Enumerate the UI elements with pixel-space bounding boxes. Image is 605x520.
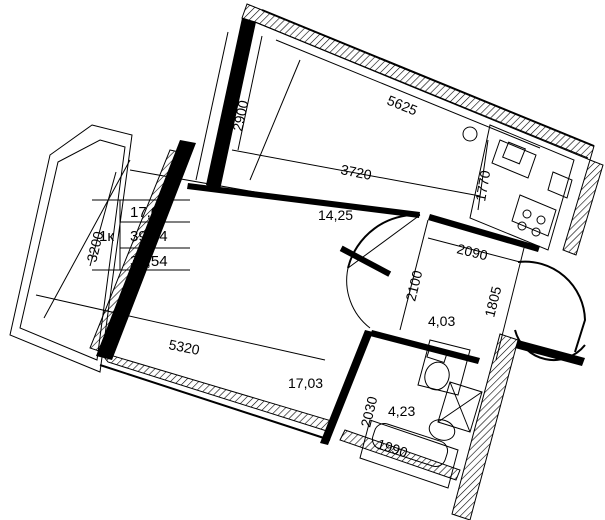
kitchen-dimension-lines — [231, 35, 541, 211]
area-kitchen: 14,25 — [318, 207, 353, 223]
area-room: 17,03 — [288, 375, 323, 391]
dim-bath-depth: 1805 — [481, 284, 504, 318]
dim-room-length: 5320 — [167, 336, 201, 358]
dim-kitchen-inner-length: 3720 — [339, 161, 373, 183]
bathroom-fixtures — [359, 339, 483, 489]
summary-total-area-2: 39,54 — [130, 253, 168, 270]
dimension-labels: 2900 5625 3720 1770 2090 2100 1805 5320 … — [83, 92, 504, 461]
area-bathroom: 4,23 — [388, 403, 415, 419]
area-labels: 14,25 4,03 17,03 4,23 — [288, 207, 455, 419]
dim-hall-depth: 2100 — [402, 268, 425, 302]
kitchen-walls — [187, 3, 604, 256]
bathroom-walls — [339, 330, 585, 520]
summary-table: 17,03 1к 39,54 39,54 — [92, 199, 190, 271]
dim-bath-width: 2030 — [357, 394, 380, 428]
summary-living-area: 17,03 — [130, 204, 168, 221]
kitchen-counter — [462, 124, 575, 251]
hall-doors — [339, 213, 587, 362]
summary-rooms-label: 1к — [99, 228, 114, 245]
area-hall: 4,03 — [428, 313, 455, 329]
summary-total-area: 39,54 — [130, 228, 168, 245]
dim-kitchen-length: 5625 — [385, 92, 420, 119]
dim-kitchen-small: 1770 — [472, 169, 493, 203]
room-walls — [9, 124, 373, 445]
dim-hall-width: 2090 — [455, 240, 489, 263]
room-dimension-lines — [35, 159, 326, 361]
dim-room-depth: 3200 — [83, 229, 106, 263]
dim-kitchen-depth: 2900 — [229, 99, 251, 133]
